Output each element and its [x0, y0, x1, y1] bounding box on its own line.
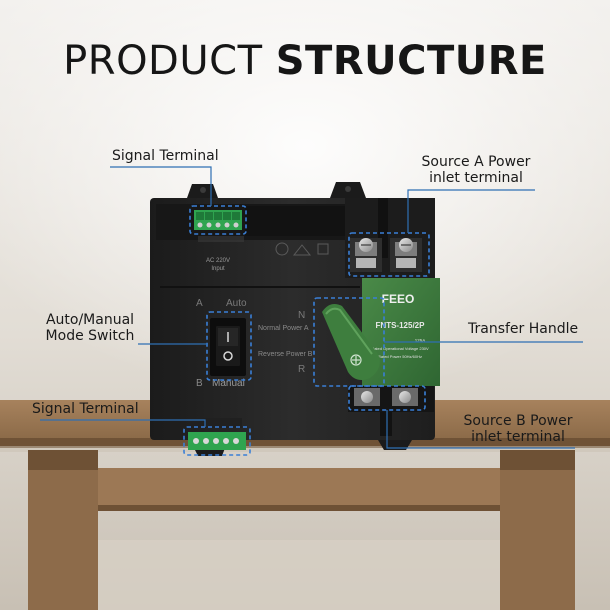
ac-voltage-label: AC 220V [206, 258, 230, 264]
rated-current-label: 125A [415, 338, 426, 343]
title-bold: STRUCTURE [275, 38, 547, 84]
transfer-switch-device: AC 220V Input A Auto Normal Power A Reve… [150, 182, 440, 456]
auto-label: Auto [226, 298, 247, 309]
letter-a: A [196, 298, 203, 309]
callout-mode-switch-line2: Mode Switch [45, 328, 135, 344]
reverse-power-label: Reverse Power B [258, 351, 313, 358]
callout-source-b-line1: Source B Power [463, 413, 573, 429]
transfer-handle-box [313, 297, 385, 387]
callout-source-b: Source B Power inlet terminal [456, 413, 580, 445]
source-a-box [348, 232, 430, 277]
callout-mode-switch: Auto/Manual Mode Switch [40, 312, 140, 344]
source-b-box [348, 385, 426, 411]
callout-source-a-line2: inlet terminal [429, 170, 523, 186]
rated-power-label: Rated Power 50Hz/60Hz [378, 354, 422, 359]
wooden-table [0, 400, 610, 610]
callout-mode-switch-line1: Auto/Manual [45, 312, 135, 328]
rated-voltage-label: Rated Operational Voltage 230V [371, 346, 429, 351]
callout-source-b-line2: inlet terminal [471, 429, 565, 445]
manual-label: Manual [212, 378, 245, 389]
title-light: PRODUCT [63, 38, 276, 84]
highlight-boxes [183, 205, 430, 456]
brand-label: FEEO [382, 292, 415, 306]
letter-n: N [298, 310, 305, 321]
callout-source-a-line1: Source A Power [421, 154, 531, 170]
callout-source-a: Source A Power inlet terminal [414, 154, 538, 186]
callout-signal-terminal-bottom: Signal Terminal [32, 401, 139, 417]
input-label: Input [211, 266, 225, 272]
mode-switch-box [206, 311, 252, 381]
callout-transfer-handle: Transfer Handle [468, 321, 579, 337]
callout-signal-terminal-top: Signal Terminal [112, 148, 219, 164]
callout-lines [40, 166, 583, 449]
normal-power-label: Normal Power A [258, 325, 309, 332]
page-title: PRODUCT STRUCTURE [0, 38, 610, 84]
signal-terminal-bottom-box [183, 426, 251, 456]
letter-r: R [298, 364, 305, 375]
model-label: FNTS-125/2P [376, 321, 426, 330]
signal-terminal-top-box [189, 205, 247, 235]
letter-b: B [196, 378, 203, 389]
